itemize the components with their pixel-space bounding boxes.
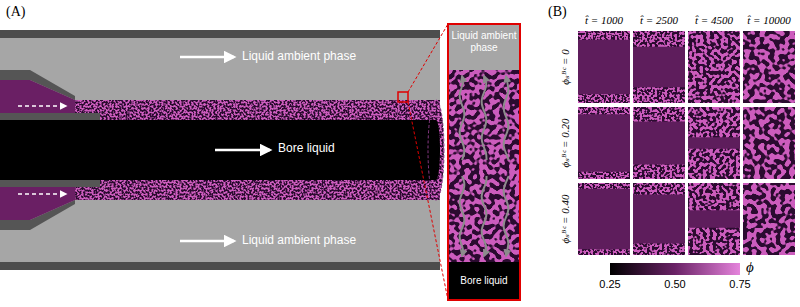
tube-wall	[0, 30, 440, 38]
zoom-leader	[408, 102, 448, 300]
diffusion-arrows	[460, 76, 509, 256]
row-header: ϕₛᴮᶜ = 0	[559, 49, 572, 84]
phase-pattern	[743, 183, 795, 255]
mixed-state	[688, 31, 740, 103]
zoom-film	[448, 70, 520, 262]
simulation-panels	[578, 31, 795, 255]
flow-arrow	[215, 149, 270, 152]
zoom-leader	[408, 24, 448, 92]
phase-pattern	[688, 31, 740, 103]
diffusion-arrow	[460, 176, 465, 256]
bore-liquid	[0, 120, 436, 180]
polymer-feed	[0, 80, 75, 113]
colorbar-tick: 0.75	[729, 278, 750, 291]
mixed-state	[688, 183, 740, 255]
inner-needle	[0, 180, 100, 187]
zoom-marker	[398, 92, 408, 102]
polymer-feed	[0, 187, 75, 220]
ambient-liquid	[0, 38, 440, 262]
zoom-label: Bore liquid	[449, 275, 519, 287]
tube-wall	[0, 262, 440, 270]
diffusion-arrow	[460, 76, 465, 160]
zoom-bore	[448, 262, 520, 300]
phase-label: Liquid ambient phase	[242, 234, 356, 248]
phase-pattern	[688, 107, 740, 179]
mixed-state	[633, 31, 685, 103]
fiber-end-outline	[428, 100, 444, 200]
phase-pattern	[578, 31, 630, 103]
mixed-state	[743, 107, 795, 179]
mixed-state	[688, 107, 740, 179]
phase-pattern	[633, 107, 685, 179]
diffusion-arrow	[504, 176, 509, 256]
panel-label: (B)	[548, 4, 567, 20]
phase-pattern	[578, 183, 630, 255]
row-header: ϕₛᴮᶜ = 0.40	[559, 194, 572, 243]
mixed-state	[743, 31, 795, 103]
mixed-state	[578, 183, 630, 255]
zoom-frame	[448, 24, 520, 300]
panel-label: (A)	[6, 4, 25, 20]
time-header: t̂ = 10000	[747, 14, 790, 27]
colorbar-tick: 0.50	[664, 278, 685, 291]
colorbar-tick: 0.25	[599, 278, 620, 291]
time-header: t̂ = 1000	[585, 14, 623, 27]
mixed-state	[633, 183, 685, 255]
phase-pattern	[743, 31, 795, 103]
flow-arrow	[180, 240, 234, 243]
time-header: t̂ = 4500	[695, 14, 733, 27]
colorbar-symbol: ϕ	[746, 259, 754, 276]
mixed-state	[578, 107, 630, 179]
diffusion-arrow	[482, 176, 487, 256]
colorbar	[610, 263, 740, 275]
phase-label: Liquid ambient phase	[242, 50, 356, 64]
zoom-label: Liquid ambient phase	[449, 30, 519, 53]
zoom-ambient	[448, 24, 520, 70]
inner-needle	[0, 113, 100, 120]
phase-pattern	[743, 107, 795, 179]
phase-pattern	[688, 183, 740, 255]
time-header: t̂ = 2500	[640, 14, 678, 27]
feed-arrow	[18, 105, 66, 107]
mixed-state	[743, 183, 795, 255]
flow-arrow	[180, 56, 234, 59]
phase-pattern	[633, 31, 685, 103]
mixed-state	[578, 31, 630, 103]
feed-arrow	[18, 193, 66, 195]
phase-pattern	[578, 107, 630, 179]
mixed-state	[633, 107, 685, 179]
phase-pattern	[633, 183, 685, 255]
row-header: ϕₛᴮᶜ = 0.20	[559, 118, 572, 167]
diffusion-arrow	[504, 76, 509, 160]
diffusion-arrow	[482, 76, 487, 160]
bore-end	[432, 120, 440, 180]
phase-label: Bore liquid	[278, 142, 335, 156]
